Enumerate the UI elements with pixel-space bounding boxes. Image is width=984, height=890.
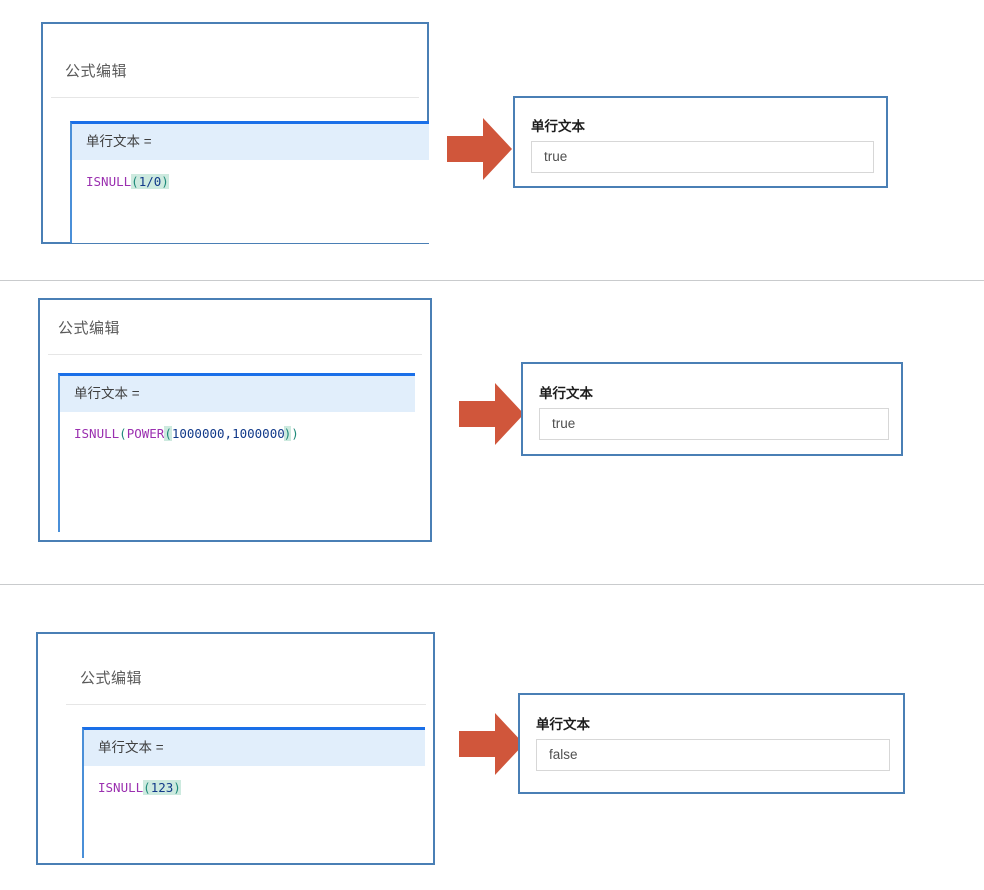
editor-title: 公式编辑: [58, 320, 121, 337]
formula-token: /: [146, 174, 154, 189]
editor-title: 公式编辑: [80, 670, 143, 687]
formula-token: ,: [224, 426, 233, 441]
formula-token: (: [131, 174, 139, 189]
flow-arrow-icon: [459, 383, 524, 445]
result-field-label: 单行文本: [531, 119, 585, 134]
flow-arrow-icon: [447, 118, 512, 180]
result-field-label: 单行文本: [539, 386, 593, 401]
editor-title-divider: [48, 354, 422, 355]
formula-input-box[interactable]: 单行文本 = ISNULL(POWER(1000000,1000000)): [58, 373, 415, 532]
formula-input-box[interactable]: 单行文本 = ISNULL(123): [82, 727, 425, 858]
formula-editor-card: 公式编辑 单行文本 = ISNULL(1/0): [41, 22, 429, 244]
formula-token: ISNULL: [98, 780, 144, 795]
editor-title-divider: [66, 704, 426, 705]
formula-token: (: [143, 780, 151, 795]
result-card: 单行文本 false: [518, 693, 905, 794]
editor-title-divider: [51, 97, 419, 98]
result-value-input[interactable]: true: [539, 408, 889, 440]
result-field-label: 单行文本: [536, 717, 590, 732]
result-value-input[interactable]: true: [531, 141, 874, 173]
formula-token: (: [119, 426, 127, 441]
formula-token: 0: [153, 174, 162, 189]
formula-editor-card: 公式编辑 单行文本 = ISNULL(123): [36, 632, 435, 865]
formula-editor-card: 公式编辑 单行文本 = ISNULL(POWER(1000000,1000000…: [38, 298, 432, 542]
formula-token: (: [164, 426, 172, 441]
result-card: 单行文本 true: [513, 96, 888, 188]
section-divider-2: [0, 584, 984, 585]
result-value-input[interactable]: false: [536, 739, 890, 771]
formula-token: ): [173, 780, 181, 795]
formula-token: 1000000: [171, 426, 225, 441]
section-divider-1: [0, 280, 984, 281]
formula-token: ISNULL: [86, 174, 132, 189]
formula-token: 1: [138, 174, 147, 189]
formula-token: ): [291, 426, 299, 441]
editor-title: 公式编辑: [65, 63, 128, 80]
formula-token: 123: [150, 780, 174, 795]
formula-field-header: 单行文本 =: [84, 730, 425, 766]
formula-expression[interactable]: ISNULL(123): [84, 766, 425, 795]
formula-token: ): [161, 174, 169, 189]
formula-expression[interactable]: ISNULL(POWER(1000000,1000000)): [60, 412, 415, 441]
formula-expression[interactable]: ISNULL(1/0): [72, 160, 429, 189]
formula-token: ): [283, 426, 292, 441]
formula-field-header: 单行文本 =: [72, 124, 429, 160]
result-card: 单行文本 true: [521, 362, 903, 456]
formula-input-box[interactable]: 单行文本 = ISNULL(1/0): [70, 121, 429, 243]
formula-token: 1000000: [232, 426, 285, 441]
formula-field-header: 单行文本 =: [60, 376, 415, 412]
formula-token: POWER: [126, 426, 165, 441]
formula-token: ISNULL: [74, 426, 120, 441]
flow-arrow-icon: [459, 713, 524, 775]
